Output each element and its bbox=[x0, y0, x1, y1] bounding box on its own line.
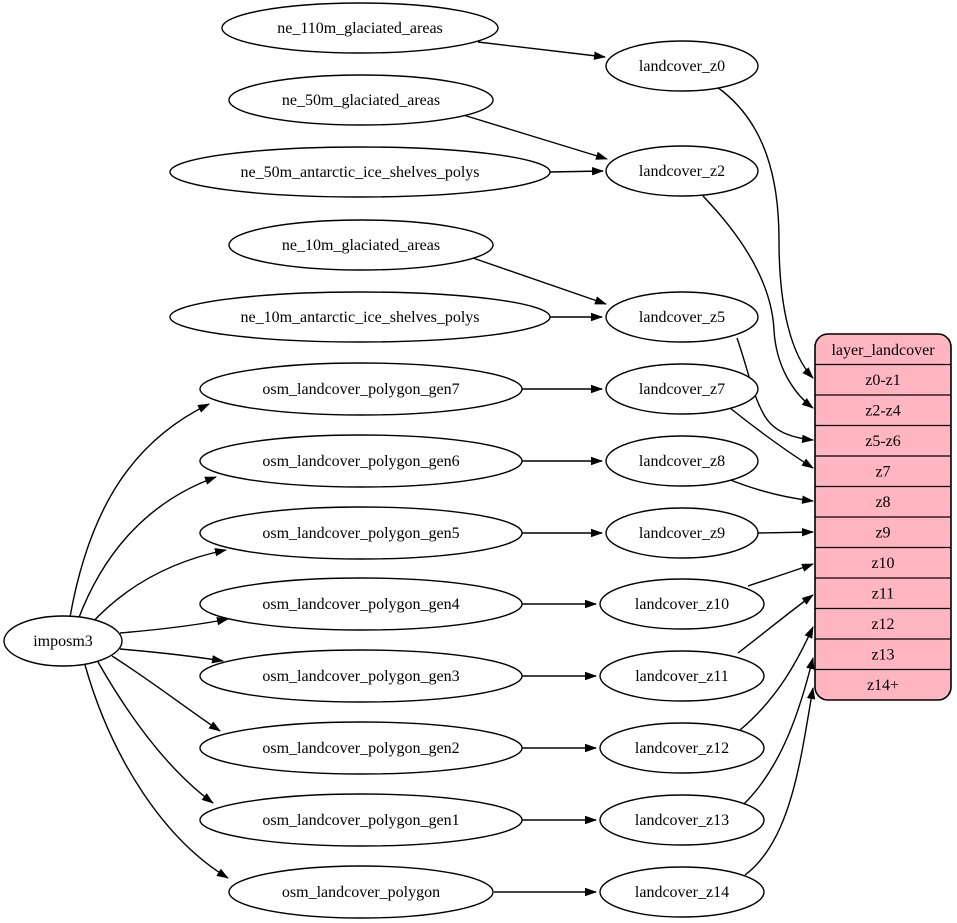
node-landcover-z2: landcover_z2 bbox=[605, 145, 759, 197]
edge-z2-to-row-z2-z4 bbox=[702, 195, 814, 409]
node-landcover-z13: landcover_z13 bbox=[599, 794, 765, 846]
node-label: ne_50m_glaciated_areas bbox=[282, 92, 440, 109]
node-ne-50m-antarctic-ice-shelves-polys: ne_50m_antarctic_ice_shelves_polys bbox=[169, 146, 551, 198]
node-label: osm_landcover_polygon_gen4 bbox=[262, 596, 459, 613]
node-osm-landcover-polygon-gen1: osm_landcover_polygon_gen1 bbox=[199, 793, 523, 847]
table-layer-landcover: layer_landcover z0-z1 z2-z4 z5-z6 z7 z8 … bbox=[814, 333, 952, 701]
edge-ne110m-to-z0 bbox=[477, 41, 606, 60]
edge-imposm3-to-polygon bbox=[84, 664, 229, 879]
table-row-z9: z9 bbox=[875, 525, 890, 542]
table-row-z5-z6: z5-z6 bbox=[865, 433, 901, 450]
edge-z7-to-row-z7 bbox=[729, 407, 814, 469]
edge-ne50m-antarctic-to-z2 bbox=[549, 167, 604, 176]
node-ne-50m-glaciated-areas: ne_50m_glaciated_areas bbox=[228, 74, 494, 126]
node-label: osm_landcover_polygon_gen1 bbox=[262, 812, 459, 829]
node-landcover-z12: landcover_z12 bbox=[599, 722, 765, 774]
node-label: landcover_z14 bbox=[635, 884, 729, 901]
table-row-z0-z1: z0-z1 bbox=[865, 372, 901, 389]
table-row-z12: z12 bbox=[871, 616, 894, 633]
node-landcover-z9: landcover_z9 bbox=[605, 507, 759, 559]
node-label: landcover_z13 bbox=[635, 812, 729, 829]
edge-imposm3-to-gen1 bbox=[97, 661, 214, 804]
node-landcover-z8: landcover_z8 bbox=[605, 435, 759, 487]
edge-z5-to-row-z5-z6 bbox=[736, 337, 814, 444]
node-landcover-z0: landcover_z0 bbox=[605, 40, 759, 92]
edge-z9-to-row-z9 bbox=[757, 528, 814, 537]
node-landcover-z11: landcover_z11 bbox=[599, 650, 765, 702]
node-osm-landcover-polygon-gen6: osm_landcover_polygon_gen6 bbox=[199, 434, 523, 488]
edge-ne50m-glaciated-to-z2 bbox=[459, 113, 608, 160]
edge-z0-to-row-z0-z1 bbox=[716, 86, 814, 379]
edge-imposm3-to-gen5 bbox=[88, 548, 227, 627]
node-osm-landcover-polygon-gen4: osm_landcover_polygon_gen4 bbox=[199, 577, 523, 631]
node-label: landcover_z11 bbox=[635, 668, 729, 685]
node-label: osm_landcover_polygon_gen6 bbox=[262, 453, 459, 470]
node-label: ne_110m_glaciated_areas bbox=[277, 20, 443, 37]
edge-imposm3-to-gen2 bbox=[111, 655, 221, 732]
edge-z11-to-row-z11 bbox=[737, 594, 814, 654]
edge-z10-to-row-z10 bbox=[747, 563, 814, 587]
edge-z13-to-row-z13 bbox=[742, 657, 815, 806]
edge-z8-to-row-z8 bbox=[727, 478, 814, 504]
node-label: landcover_z12 bbox=[635, 740, 729, 757]
node-label: ne_50m_antarctic_ice_shelves_polys bbox=[240, 164, 479, 181]
node-landcover-z5: landcover_z5 bbox=[605, 291, 759, 343]
edge-imposm3-to-gen4 bbox=[119, 617, 229, 634]
table-row-z2-z4: z2-z4 bbox=[865, 403, 901, 420]
node-label: osm_landcover_polygon_gen2 bbox=[262, 740, 459, 757]
edge-group bbox=[69, 41, 816, 897]
table-row-z11: z11 bbox=[872, 586, 895, 603]
table-row-z10: z10 bbox=[871, 555, 894, 572]
node-label: ne_10m_antarctic_ice_shelves_polys bbox=[240, 309, 479, 326]
node-label: landcover_z7 bbox=[639, 381, 725, 398]
node-label: osm_landcover_polygon_gen3 bbox=[262, 668, 459, 685]
table-row-z14plus: z14+ bbox=[867, 677, 899, 694]
node-osm-landcover-polygon-gen2: osm_landcover_polygon_gen2 bbox=[199, 721, 523, 775]
node-osm-landcover-polygon-gen5: osm_landcover_polygon_gen5 bbox=[199, 506, 523, 560]
edge-z12-to-row-z12 bbox=[739, 626, 814, 731]
node-label: osm_landcover_polygon_gen5 bbox=[262, 525, 459, 542]
node-label: osm_landcover_polygon bbox=[282, 884, 440, 901]
edge-z14-to-row-z14plus bbox=[744, 687, 816, 876]
edge-ne10m-glaciated-to-z5 bbox=[469, 256, 607, 305]
table-title: layer_landcover bbox=[831, 342, 935, 359]
node-imposm3: imposm3 bbox=[3, 615, 123, 667]
node-label: landcover_z10 bbox=[635, 596, 729, 613]
table-row-z8: z8 bbox=[875, 494, 890, 511]
node-label: landcover_z8 bbox=[639, 453, 725, 470]
node-landcover-z10: landcover_z10 bbox=[599, 578, 765, 630]
node-landcover-z7: landcover_z7 bbox=[605, 363, 759, 415]
node-label: landcover_z2 bbox=[639, 163, 725, 180]
node-ne-110m-glaciated-areas: ne_110m_glaciated_areas bbox=[221, 2, 499, 54]
node-label: ne_10m_glaciated_areas bbox=[282, 237, 440, 254]
node-ne-10m-glaciated-areas: ne_10m_glaciated_areas bbox=[228, 219, 494, 271]
node-osm-landcover-polygon-gen3: osm_landcover_polygon_gen3 bbox=[199, 649, 523, 703]
edge-imposm3-to-gen3 bbox=[119, 648, 224, 664]
node-label: landcover_z0 bbox=[639, 58, 725, 75]
node-ne-10m-antarctic-ice-shelves-polys: ne_10m_antarctic_ice_shelves_polys bbox=[169, 291, 551, 343]
table-row-z13: z13 bbox=[871, 647, 894, 664]
node-osm-landcover-polygon: osm_landcover_polygon bbox=[228, 865, 494, 919]
node-label: landcover_z9 bbox=[639, 525, 725, 542]
table-row-z7: z7 bbox=[875, 464, 890, 481]
node-osm-landcover-polygon-gen7: osm_landcover_polygon_gen7 bbox=[199, 362, 523, 416]
node-label: osm_landcover_polygon_gen7 bbox=[262, 381, 459, 398]
node-landcover-z14: landcover_z14 bbox=[599, 866, 765, 918]
node-label: landcover_z5 bbox=[639, 309, 725, 326]
edge-imposm3-to-gen7 bbox=[69, 403, 210, 618]
edge-imposm3-to-gen6 bbox=[77, 476, 217, 621]
node-label: imposm3 bbox=[33, 633, 93, 650]
